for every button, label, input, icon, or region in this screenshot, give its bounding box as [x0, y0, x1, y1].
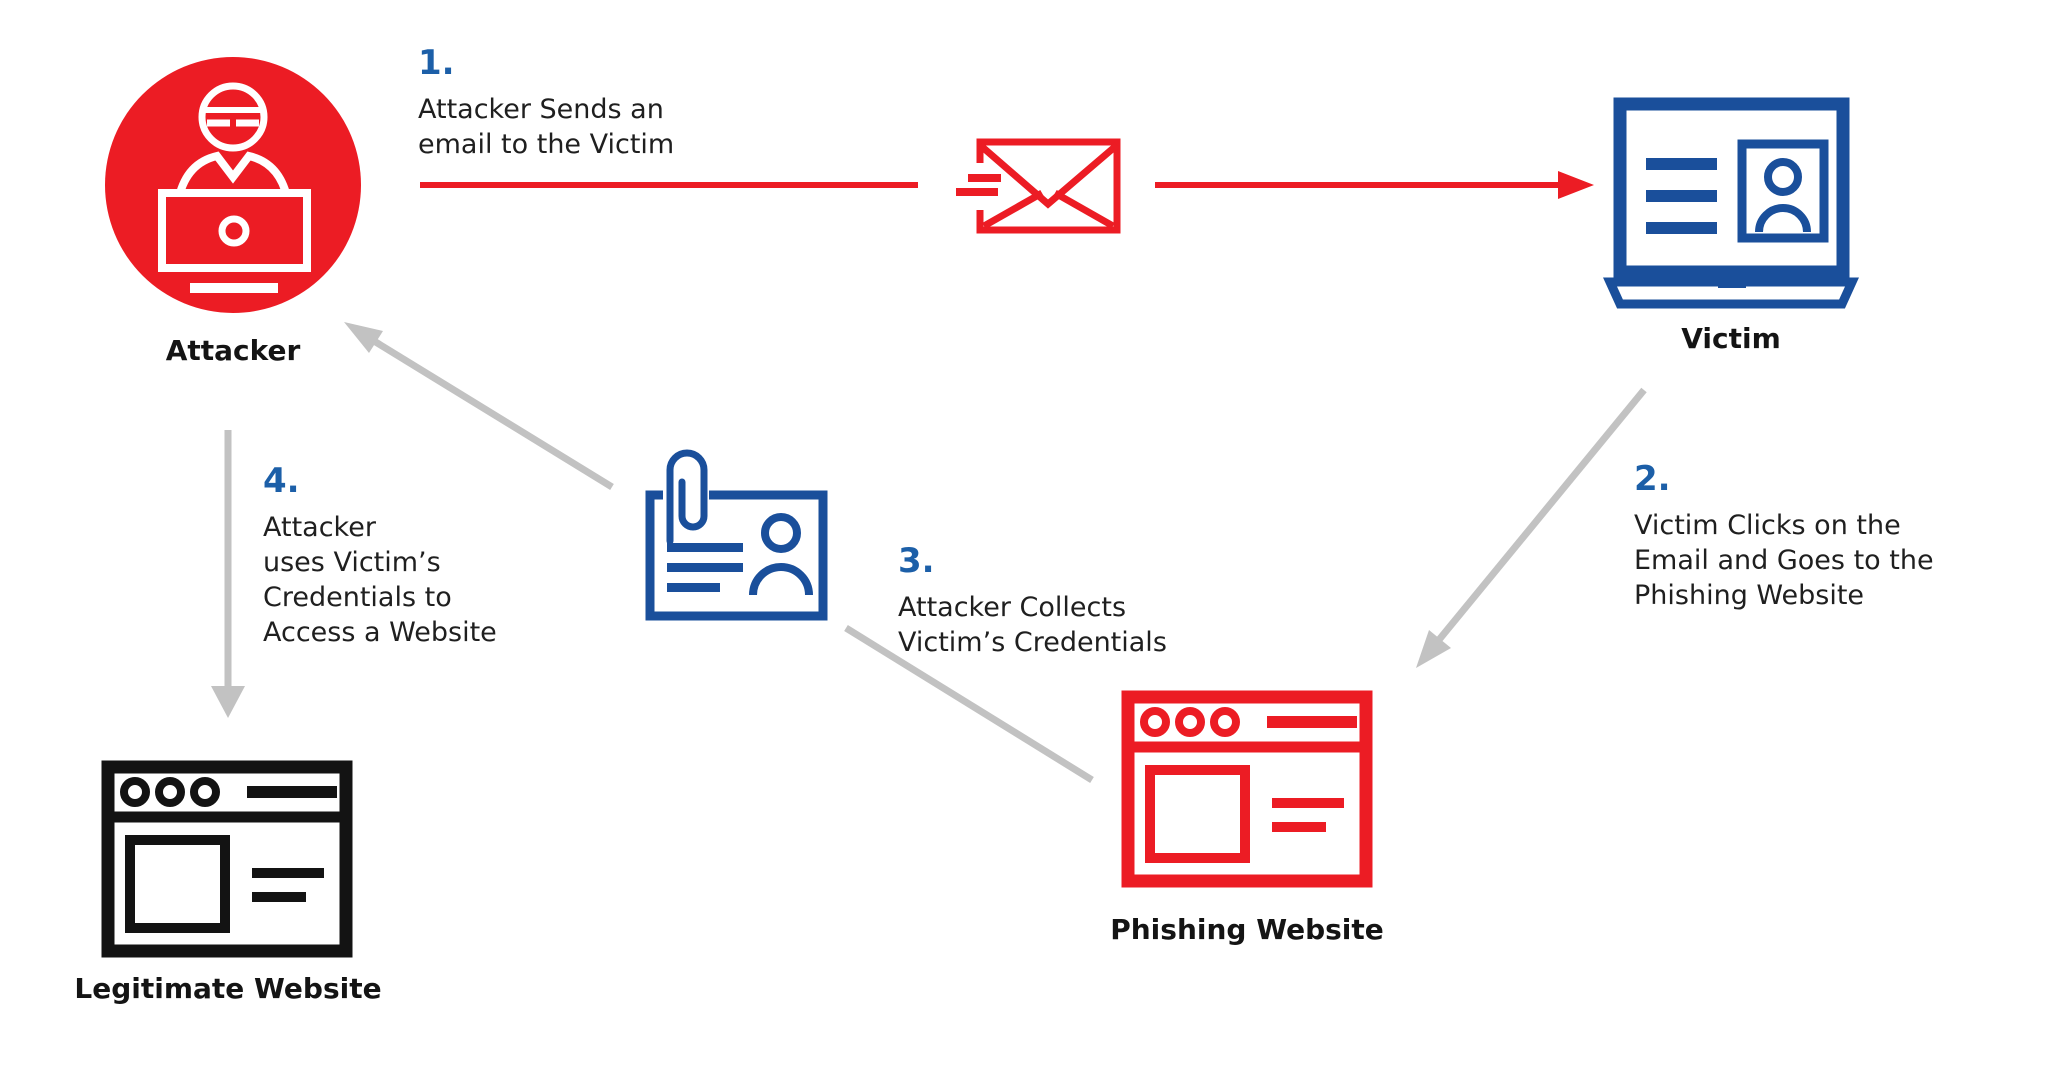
laptop-profile-icon [1603, 97, 1859, 309]
arrow-step2-head [1416, 630, 1451, 668]
victim-label: Victim [1681, 322, 1781, 355]
connector-step3-line [844, 625, 1094, 783]
arrow-step4-head [211, 686, 245, 718]
step-4-description: Attacker uses Victim’s Credentials to Ac… [263, 512, 497, 648]
step-2-description: Victim Clicks on the Email and Goes to t… [1634, 510, 1934, 611]
arrow-step3-line [372, 338, 614, 490]
hacker-at-laptop-icon [105, 57, 361, 313]
arrow-step2-line [1435, 387, 1647, 644]
browser-window-icon-phishing [1121, 690, 1373, 888]
step-4-text: 4. Attacker uses Victim’s Credentials to… [263, 464, 497, 650]
arrow-step1-head [1558, 171, 1594, 199]
email-send-icon [956, 138, 1121, 234]
step-1-number: 1. [418, 43, 455, 83]
step-3-description: Attacker Collects Victim’s Credentials [898, 592, 1167, 658]
step-3-number: 3. [898, 541, 935, 581]
id-card-paperclip-icon [645, 449, 828, 621]
step-2-number: 2. [1634, 459, 1671, 499]
browser-window-icon-legitimate [101, 760, 353, 958]
step-1-description: Attacker Sends an email to the Victim [418, 94, 675, 160]
attacker-label: Attacker [165, 334, 301, 367]
legitimate-website-label: Legitimate Website [74, 972, 382, 1005]
arrow-step3-head [344, 322, 383, 353]
step-3-text: 3. Attacker Collects Victim’s Credential… [898, 544, 1167, 660]
phishing-website-label: Phishing Website [1110, 913, 1384, 946]
step-2-text: 2. Victim Clicks on the Email and Goes t… [1634, 462, 1934, 613]
step-4-number: 4. [263, 461, 300, 501]
step-1-text: 1. Attacker Sends an email to the Victim [418, 46, 674, 162]
